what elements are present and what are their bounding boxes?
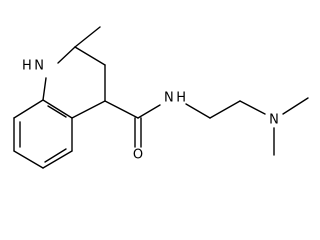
bond-c4-carbonyl: [104, 100, 139, 119]
bond-n1-c8a: [42, 77, 47, 101]
bond-ch2-ch2: [209, 100, 241, 119]
bond-c2-c3: [74, 46, 106, 66]
molecule-structure: H N N H N O: [13, 26, 309, 169]
bond-c8a-c4a: [42, 99, 73, 119]
bond-aromatic-inner-2: [44, 148, 67, 163]
atom-label-amide-nh: N H: [164, 91, 186, 106]
bond-c2-methyl: [74, 26, 101, 48]
bond-nh-ch2: [185, 103, 211, 119]
bond-c4-c4a: [71, 100, 106, 119]
atom-label-amine-n: N: [269, 113, 279, 128]
bond-n-methyl-1: [282, 97, 309, 115]
structure-canvas: H N N H N O: [13, 26, 309, 169]
bond-c2-n1: [57, 46, 76, 64]
bond-carbonyl-n: [137, 104, 161, 119]
bond-c6-c7: [13, 150, 44, 169]
bond-ch2-n: [239, 100, 266, 115]
atom-label-oxygen: O: [133, 148, 143, 163]
atom-label-nh-ring: H N: [22, 59, 44, 74]
bond-aromatic-inner-3: [47, 105, 67, 118]
bond-c8-c8a: [13, 99, 44, 119]
bond-c5-c6: [42, 150, 73, 169]
